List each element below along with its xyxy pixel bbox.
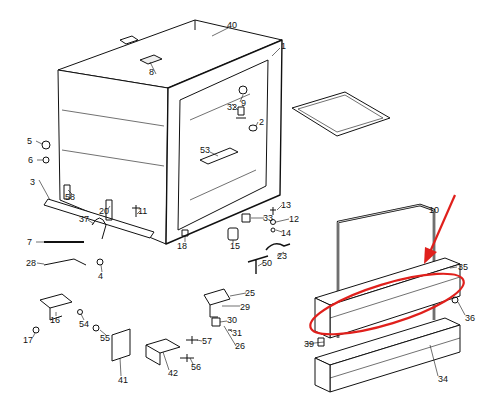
callout-number: 31 [232,328,242,338]
callout-number: 23 [277,251,287,261]
callout-number: 6 [28,155,33,165]
callout-number: 32 [227,102,237,112]
callout-number: 25 [245,288,255,298]
callout-number: 26 [235,341,245,351]
callout-number: 57 [202,336,212,346]
callout-number: 33 [263,213,273,223]
callout-number: 13 [281,200,291,210]
callout-number: 58 [65,192,75,202]
callout-number: 36 [465,313,475,323]
callout-number: 56 [191,362,201,372]
callout-number: 18 [177,241,187,251]
callout-number: 55 [100,333,110,343]
callout-number: 1 [281,41,286,51]
callout-number: 29 [240,302,250,312]
callout-number: 11 [138,206,147,216]
callout-number: 35 [458,262,468,272]
callout-number: 15 [230,241,240,251]
callout-number: 37 [79,214,89,224]
callout-number: 30 [227,315,237,325]
callout-number: 12 [289,214,299,224]
callout-number: 28 [26,258,36,268]
callout-number: 14 [281,228,291,238]
callout-number: 2 [259,117,264,127]
callout-number: 4 [98,271,103,281]
callout-number: 50 [262,258,272,268]
callout-number: 41 [118,375,128,385]
callout-number: 20 [99,206,109,216]
callout-number: 17 [23,335,33,345]
callout-number: 39 [304,339,314,349]
callout-number: 54 [79,319,89,329]
callout-number: 5 [27,136,32,146]
callout-number: 40 [227,20,237,30]
callout-number: 3 [30,177,35,187]
callout-number: 42 [168,368,178,378]
callout-number: 7 [27,237,32,247]
callout-number: 8 [149,67,154,77]
callout-number: 9 [241,98,246,108]
callout-number: 16 [50,315,60,325]
callout-number: 10 [429,205,439,215]
callout-number: 53 [200,145,210,155]
callout-number: 34 [438,374,448,384]
